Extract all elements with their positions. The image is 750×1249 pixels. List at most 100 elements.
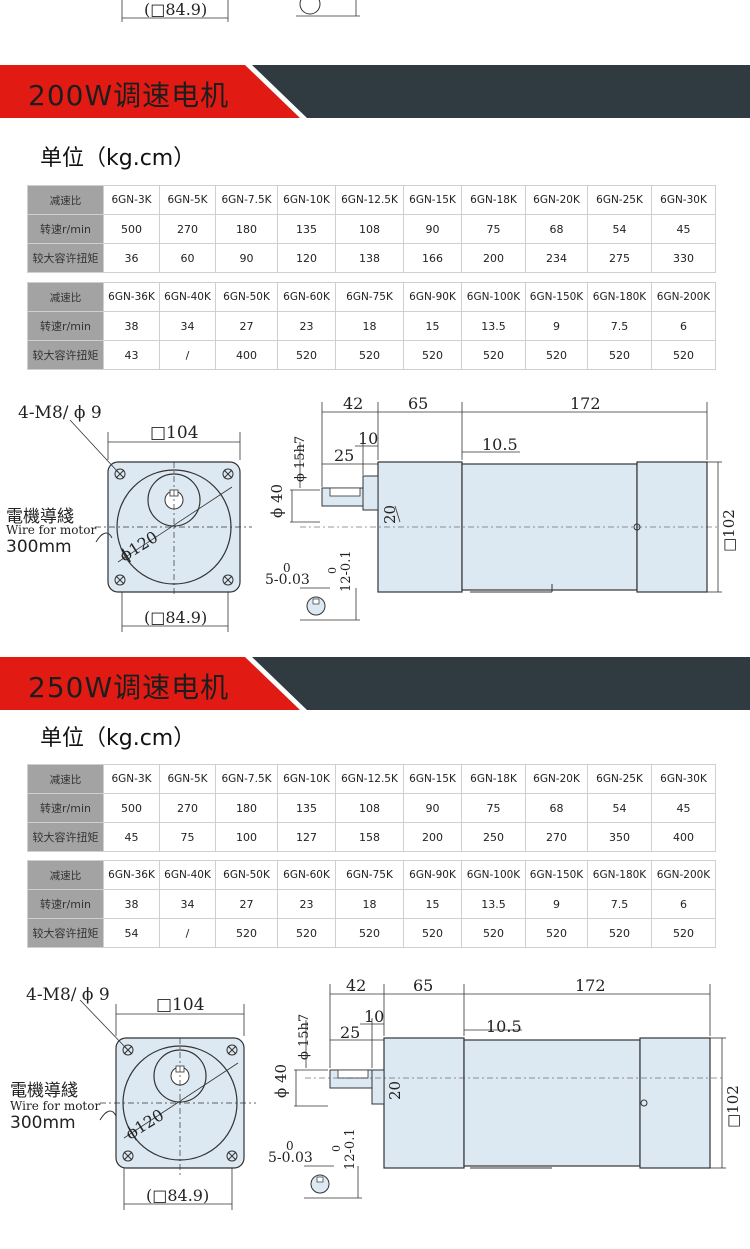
key-height-tol: 0 <box>326 567 339 574</box>
section-title: 200W调速电机 <box>28 79 230 112</box>
table-cell: 400 <box>651 822 716 852</box>
key-height: 12-0.1 <box>339 550 354 592</box>
table-cell: 6GN-15K <box>403 185 462 215</box>
unit-label: 单位（kg.cm） <box>40 726 196 751</box>
motor-side-view: 42 65 172 10 10.5 25 ϕ 15h7 ϕ 40 20 □102… <box>265 394 738 621</box>
table-cell: 275 <box>587 243 652 273</box>
table-cell: / <box>159 340 216 370</box>
table-cell: 6GN-150K <box>525 860 588 890</box>
table-cell: 6GN-5K <box>159 764 216 794</box>
wire-label-cn: 電機導綫 <box>10 1081 78 1101</box>
table-cell: 166 <box>403 243 462 273</box>
table-cell: 108 <box>335 793 404 823</box>
table-cell: 6GN-100K <box>461 282 526 312</box>
row-header-cell: 转速r/min <box>27 793 104 823</box>
table-cell: 180 <box>215 214 278 244</box>
row-header-cell: 较大容许扭矩 <box>27 822 104 852</box>
table-cell: 45 <box>103 822 160 852</box>
row-header-cell: 转速r/min <box>27 214 104 244</box>
table-cell: 135 <box>277 793 336 823</box>
row-header-cell: 减速比 <box>27 764 104 794</box>
dim-25: 25 <box>340 1023 360 1042</box>
table-cell: 520 <box>335 918 404 948</box>
row-header-cell: 较大容许扭矩 <box>27 918 104 948</box>
table-cell: 520 <box>335 340 404 370</box>
table-cell: 127 <box>277 822 336 852</box>
table-cell: 520 <box>587 340 652 370</box>
table-cell: 520 <box>277 918 336 948</box>
table-cell: 520 <box>525 340 588 370</box>
table-cell: 158 <box>335 822 404 852</box>
dim-bottom-square: (□84.9) <box>144 608 207 627</box>
dim-65: 65 <box>413 976 433 995</box>
dim-10: 10 <box>358 429 378 448</box>
table-cell: 34 <box>159 889 216 919</box>
table-cell: 6 <box>651 311 716 341</box>
row-header-cell: 转速r/min <box>27 889 104 919</box>
table-cell: 18 <box>335 889 404 919</box>
table-cell: 180 <box>215 793 278 823</box>
table-cell: 520 <box>461 918 526 948</box>
table-cell: 520 <box>587 918 652 948</box>
top-fragment-drawing: (□84.9) <box>121 0 360 22</box>
section-banner-200w: 200W调速电机 <box>0 65 750 118</box>
dim-10-5: 10.5 <box>486 1017 522 1036</box>
table-cell: 6GN-50K <box>215 282 278 312</box>
table-cell: 68 <box>525 793 588 823</box>
table-cell: 500 <box>103 214 160 244</box>
table-cell: 520 <box>403 918 462 948</box>
table-cell: 520 <box>651 918 716 948</box>
table-cell: 6GN-20K <box>525 185 588 215</box>
table-cell: 13.5 <box>461 889 526 919</box>
dim-square-104: □104 <box>156 995 205 1015</box>
table-cell: 520 <box>277 340 336 370</box>
row-header-cell: 减速比 <box>27 282 104 312</box>
table-cell: 400 <box>215 340 278 370</box>
table-cell: 6GN-5K <box>159 185 216 215</box>
wire-length: 300mm <box>10 1113 76 1133</box>
dim-42: 42 <box>346 976 366 995</box>
table-cell: 38 <box>103 889 160 919</box>
dim-20: 20 <box>386 1081 404 1100</box>
dim-172: 172 <box>570 394 601 413</box>
dim-square-104: □104 <box>150 423 199 443</box>
table-cell: 90 <box>215 243 278 273</box>
table-cell: 520 <box>403 340 462 370</box>
dim-shaft: ϕ 15h7 <box>293 436 308 482</box>
table-cell: 234 <box>525 243 588 273</box>
table-cell: 520 <box>525 918 588 948</box>
table-cell: 6GN-15K <box>403 764 462 794</box>
table-cell: 6GN-30K <box>651 185 716 215</box>
dim-10: 10 <box>364 1007 384 1026</box>
table-cell: 6GN-18K <box>461 764 526 794</box>
wire-label-en: Wire for motor <box>6 523 96 537</box>
table-cell: 100 <box>215 822 278 852</box>
dim-172: 172 <box>575 976 606 995</box>
table-cell: 6GN-40K <box>159 282 216 312</box>
table-cell: 6GN-40K <box>159 860 216 890</box>
unit-label: 单位（kg.cm） <box>40 146 196 171</box>
table-cell: 68 <box>525 214 588 244</box>
section-title: 250W调速电机 <box>28 671 230 704</box>
table-cell: 45 <box>651 214 716 244</box>
table-cell: 520 <box>651 340 716 370</box>
table-cell: 520 <box>215 918 278 948</box>
table-cell: 6GN-180K <box>587 282 652 312</box>
table-cell: 9 <box>525 311 588 341</box>
table-cell: 270 <box>525 822 588 852</box>
motor-side-view: 42 65 172 10 10.5 25 ϕ 15h7 ϕ 40 20 □102… <box>268 976 742 1199</box>
table-cell: 6GN-10K <box>277 764 336 794</box>
table-cell: 90 <box>403 793 462 823</box>
table-cell: 6GN-25K <box>587 185 652 215</box>
table-cell: 6GN-3K <box>103 764 160 794</box>
table-cell: 9 <box>525 889 588 919</box>
dim-side-102: □102 <box>724 1085 742 1128</box>
